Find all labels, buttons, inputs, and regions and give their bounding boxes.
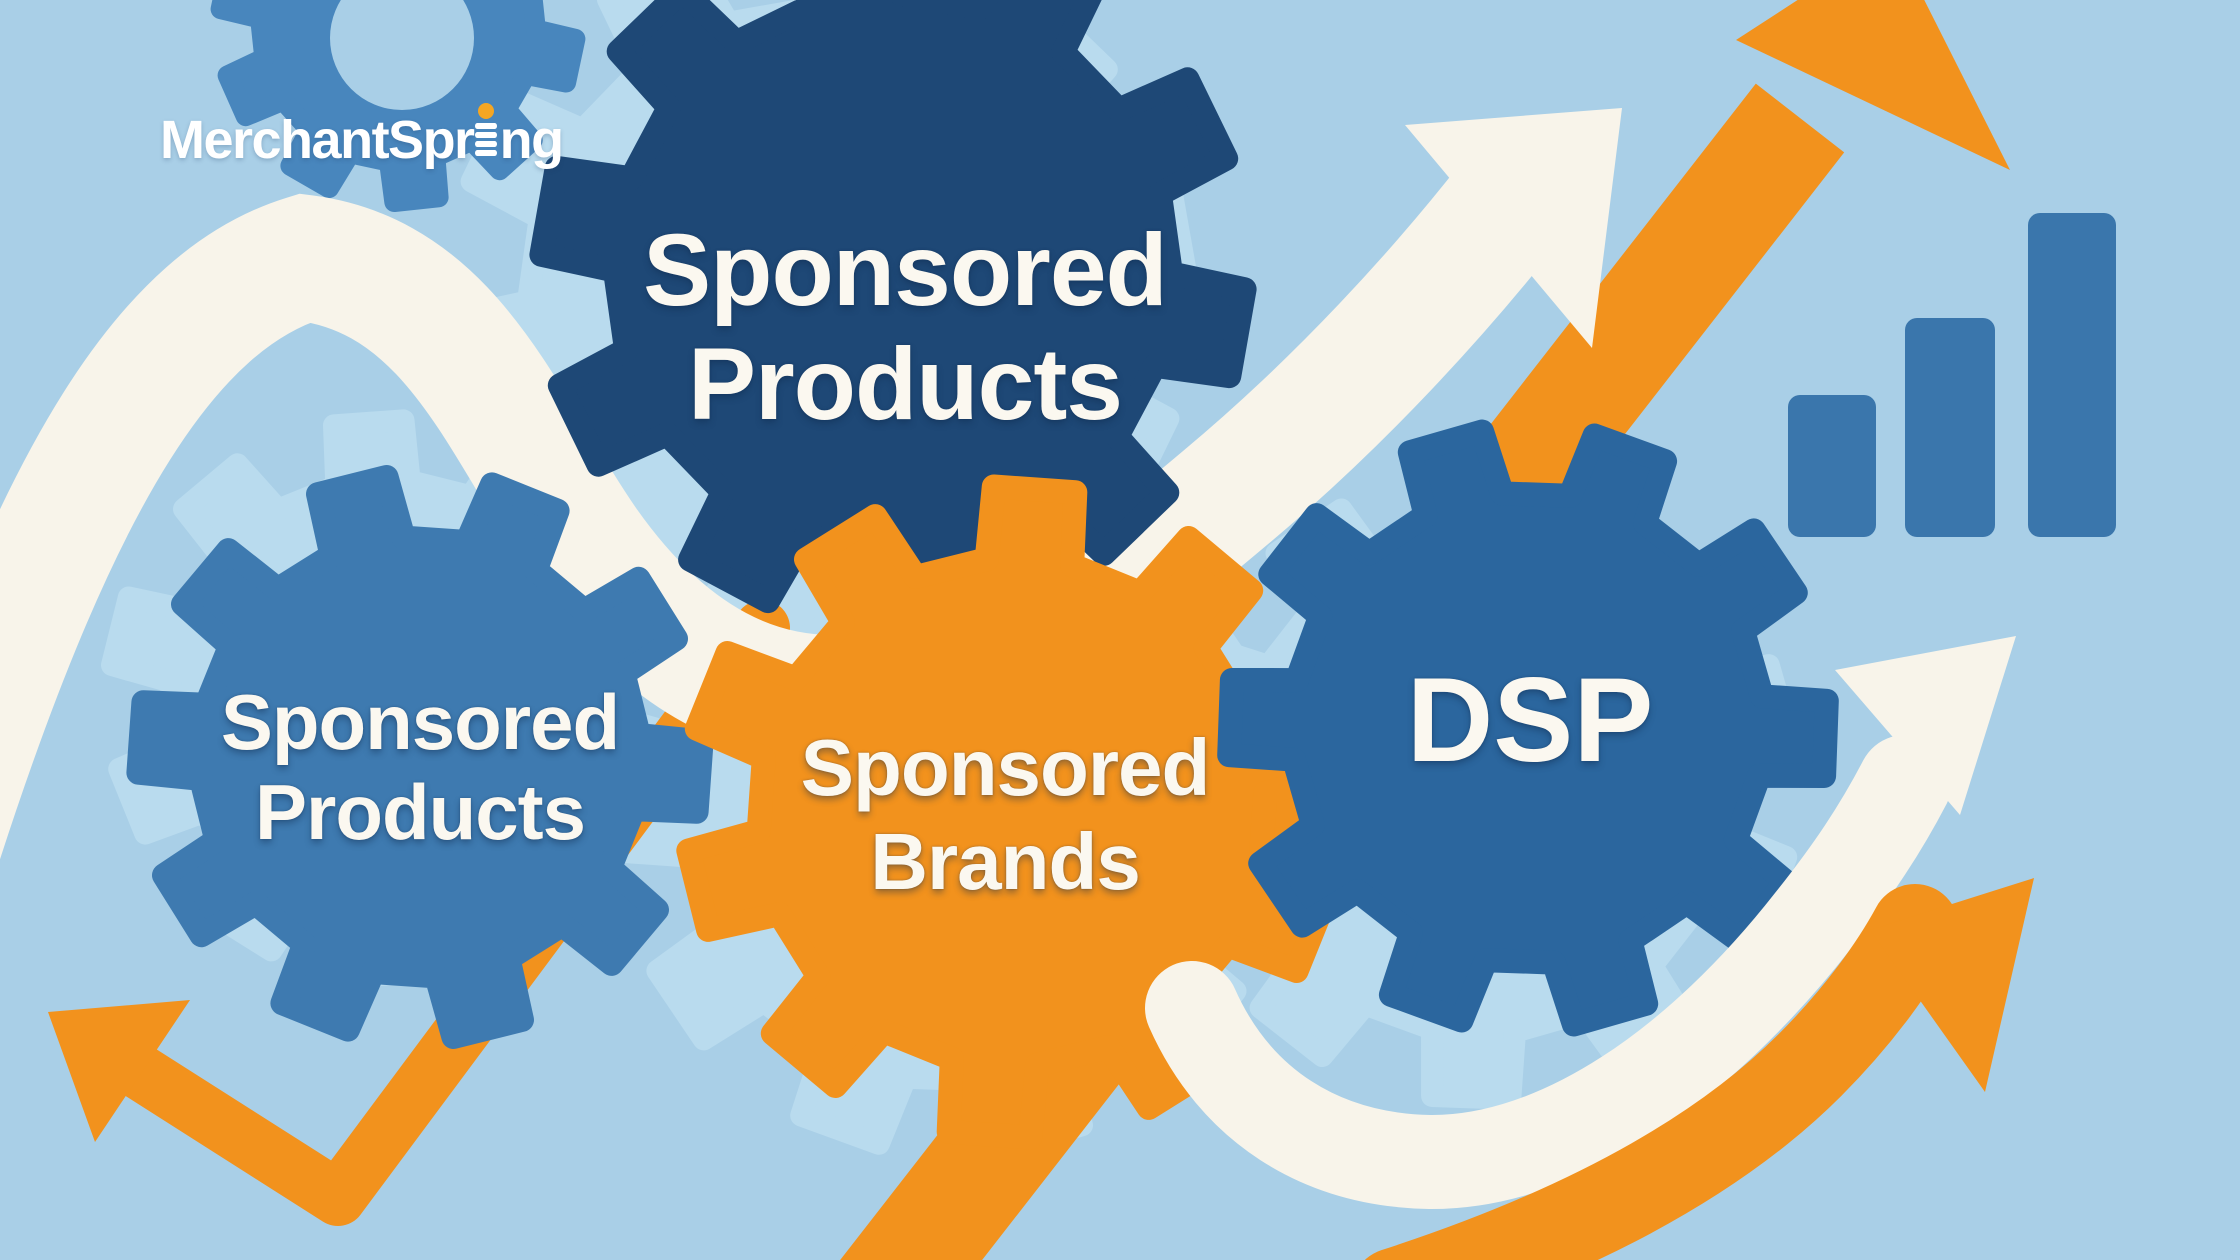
- bar-chart-bar-medium: [1905, 318, 1995, 537]
- corner-gear-hole: [330, 0, 474, 110]
- logo-spring-i-glyph: [474, 103, 499, 158]
- bar-chart-bar-tall: [2028, 213, 2116, 537]
- gear-left-sponsored-products: [126, 465, 714, 1049]
- gear-left-label: Sponsored Products: [150, 677, 690, 857]
- gear-right-label-text: DSP: [1406, 653, 1654, 787]
- swoosh-arrowhead: [1835, 636, 2016, 815]
- logo-text-prefix: MerchantSpr: [160, 110, 475, 170]
- diagonal-arrowhead: [1736, 0, 2010, 170]
- logo-spring-coil-icon: [474, 141, 497, 147]
- swoosh-arrow-shaft: [1145, 735, 1952, 1210]
- logo-spring-coil-icon: [474, 150, 497, 156]
- gear-center-label-line1: Sponsored: [800, 723, 1211, 812]
- gear-center-label-line2: Brands: [870, 817, 1141, 906]
- logo-spring-coil-icon: [474, 123, 497, 129]
- curved-orange-arrow-shaft: [1365, 884, 1959, 1260]
- logo-text-suffix: ng: [499, 110, 564, 170]
- gear-left-label-line2: Products: [254, 768, 586, 856]
- gear-top-label-line2: Products: [687, 327, 1123, 441]
- gear-right-label: DSP: [1330, 660, 1730, 780]
- logo-i-dot-icon: [477, 103, 494, 119]
- gear-right-dsp: [1217, 419, 1839, 1037]
- merchantspring-logo: MerchantSpr ng: [160, 103, 564, 170]
- gear-top-label-line1: Sponsored: [643, 213, 1168, 327]
- bar-chart-icon: [1788, 213, 2116, 537]
- gear-center-label: Sponsored Brands: [705, 721, 1305, 909]
- wave-arrowhead: [1405, 108, 1622, 348]
- zigzag-arrowhead: [48, 1000, 190, 1142]
- gear-top-label: Sponsored Products: [555, 213, 1255, 441]
- curved-orange-arrowhead: [1870, 878, 2034, 1092]
- gear-left-label-line1: Sponsored: [220, 678, 620, 766]
- bar-chart-bar-short: [1788, 395, 1876, 537]
- logo-spring-coil-icon: [474, 132, 497, 138]
